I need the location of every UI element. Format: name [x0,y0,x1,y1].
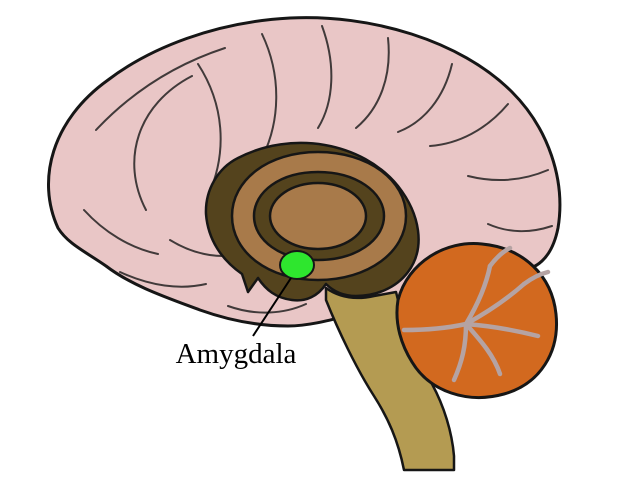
corpus-callosum-ring [230,150,408,282]
brainstem-shape [324,286,456,472]
arbor-vitae-lines [401,245,551,383]
amygdala-highlight [279,250,315,280]
thalamus-oval [268,181,368,251]
amygdala-pointer-line [252,277,292,337]
amygdala-label: Amygdala [176,338,297,370]
